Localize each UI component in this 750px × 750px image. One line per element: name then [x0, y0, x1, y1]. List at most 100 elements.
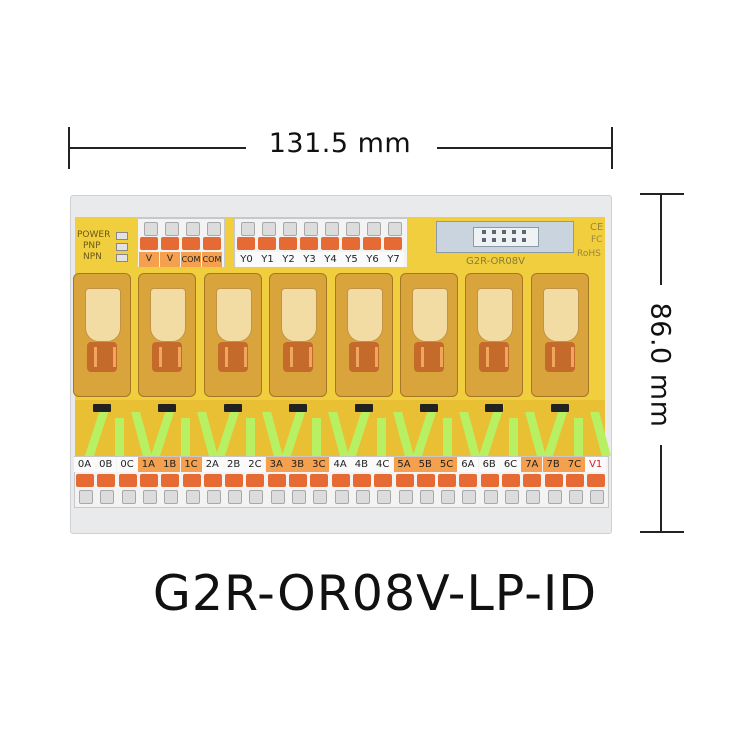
terminal-lever [502, 474, 520, 487]
relay-transistor [550, 404, 569, 412]
terminal-lever [237, 237, 255, 250]
terminal-lever [384, 237, 402, 250]
terminal-label: COM [181, 252, 201, 267]
relay [269, 273, 328, 397]
terminal-lever [416, 474, 435, 487]
terminal-lever [300, 237, 318, 250]
fc-mark: FC [591, 235, 603, 245]
power-terminal-labels: V V COM COM [139, 252, 222, 267]
idc-pin [502, 230, 506, 234]
terminal-label: 1A [137, 457, 159, 472]
relay-coil [283, 342, 314, 372]
terminal-label: 1B [159, 457, 181, 472]
terminal-label: Y3 [299, 252, 320, 267]
idc-pin [492, 238, 496, 242]
terminal-screw [377, 490, 392, 504]
height-dim-line-bottom [660, 445, 662, 533]
terminal-label: Y5 [341, 252, 362, 267]
terminal-screw [142, 490, 157, 504]
relay-coil [414, 342, 444, 372]
pnp-jumper [116, 243, 128, 251]
terminal-label: 3A [265, 457, 287, 472]
relay-armature [477, 288, 514, 342]
terminal-label: 4C [372, 457, 394, 472]
terminal-lever [289, 474, 307, 487]
indicator-label-npn: NPN [83, 252, 102, 262]
terminal-lever [76, 474, 94, 487]
terminal-label: 2A [201, 457, 223, 472]
terminal-screw [164, 490, 179, 504]
idc-pin [482, 230, 486, 234]
terminal-lever [246, 474, 265, 487]
indicator-label-power: POWER [77, 230, 111, 240]
idc-pin [512, 230, 516, 234]
pcb-trace [508, 418, 518, 456]
terminal-label: Y1 [257, 252, 278, 267]
terminal-screw [186, 222, 200, 236]
height-dim-top-tick [640, 193, 684, 195]
terminal-screw [334, 490, 349, 504]
terminal-lever [523, 474, 542, 487]
terminal-lever [203, 474, 222, 487]
terminal-screw [505, 490, 519, 504]
height-dim-bottom-tick [640, 531, 684, 533]
terminal-lever [480, 474, 499, 487]
terminal-screw [165, 222, 179, 236]
relay [138, 273, 197, 397]
terminal-screw [419, 490, 434, 504]
idc-pin [502, 238, 506, 242]
pcb-trace [377, 418, 387, 456]
idc-pin [512, 238, 516, 242]
pcb-trace [115, 418, 124, 456]
relay [465, 273, 524, 397]
terminal-lever [267, 474, 286, 487]
terminal-screw [313, 490, 328, 504]
relay [334, 273, 393, 397]
terminal-screw [262, 222, 276, 236]
terminal-label: 7B [542, 457, 564, 472]
terminal-lever [118, 474, 137, 487]
terminal-lever [321, 237, 339, 250]
terminal-label: Y0 [236, 252, 257, 267]
terminal-label: 5A [393, 457, 415, 472]
relay-transistor [420, 404, 438, 412]
terminal-lever [438, 474, 457, 487]
relay-transistor [223, 404, 242, 412]
relay-transistor [93, 404, 111, 412]
terminal-screw [292, 490, 306, 504]
terminal-lever [182, 474, 201, 487]
relay-coil [152, 342, 183, 372]
terminal-screw [207, 222, 221, 236]
pcb-trace [311, 418, 321, 456]
terminal-lever [139, 474, 158, 487]
output-terminal-labels: 0A 0B 0C 1A 1B 1C 2A 2B 2C 3A 3B 3C 4A 4… [74, 457, 607, 472]
relay-transistor [158, 404, 177, 412]
relay-armature [150, 288, 187, 342]
idc-pin [482, 238, 486, 242]
terminal-screw [547, 490, 562, 504]
terminal-screw [367, 222, 381, 236]
terminal-label: V1 [585, 457, 607, 472]
rohs-mark: RoHS [577, 249, 601, 259]
relay-transistor [354, 404, 373, 412]
terminal-screw [398, 490, 413, 504]
terminal-screw [241, 222, 255, 236]
relay [530, 273, 589, 397]
relay [400, 273, 458, 397]
terminal-screw [441, 490, 456, 504]
terminal-lever [352, 474, 371, 487]
terminal-lever [182, 237, 200, 250]
terminal-screw [526, 490, 541, 504]
relay-armature [215, 288, 252, 342]
pcb-trace [443, 418, 452, 456]
terminal-lever [97, 474, 116, 487]
terminal-lever [161, 237, 179, 250]
relay-coil [217, 342, 248, 372]
terminal-lever [310, 474, 329, 487]
terminal-screw [590, 490, 605, 504]
idc-ribbon-connector [436, 221, 574, 253]
relay-armature [281, 288, 318, 342]
product-model-title: G2R-OR08V-LP-ID [152, 565, 598, 622]
terminal-screw [355, 490, 370, 504]
relay-coil [544, 342, 575, 372]
